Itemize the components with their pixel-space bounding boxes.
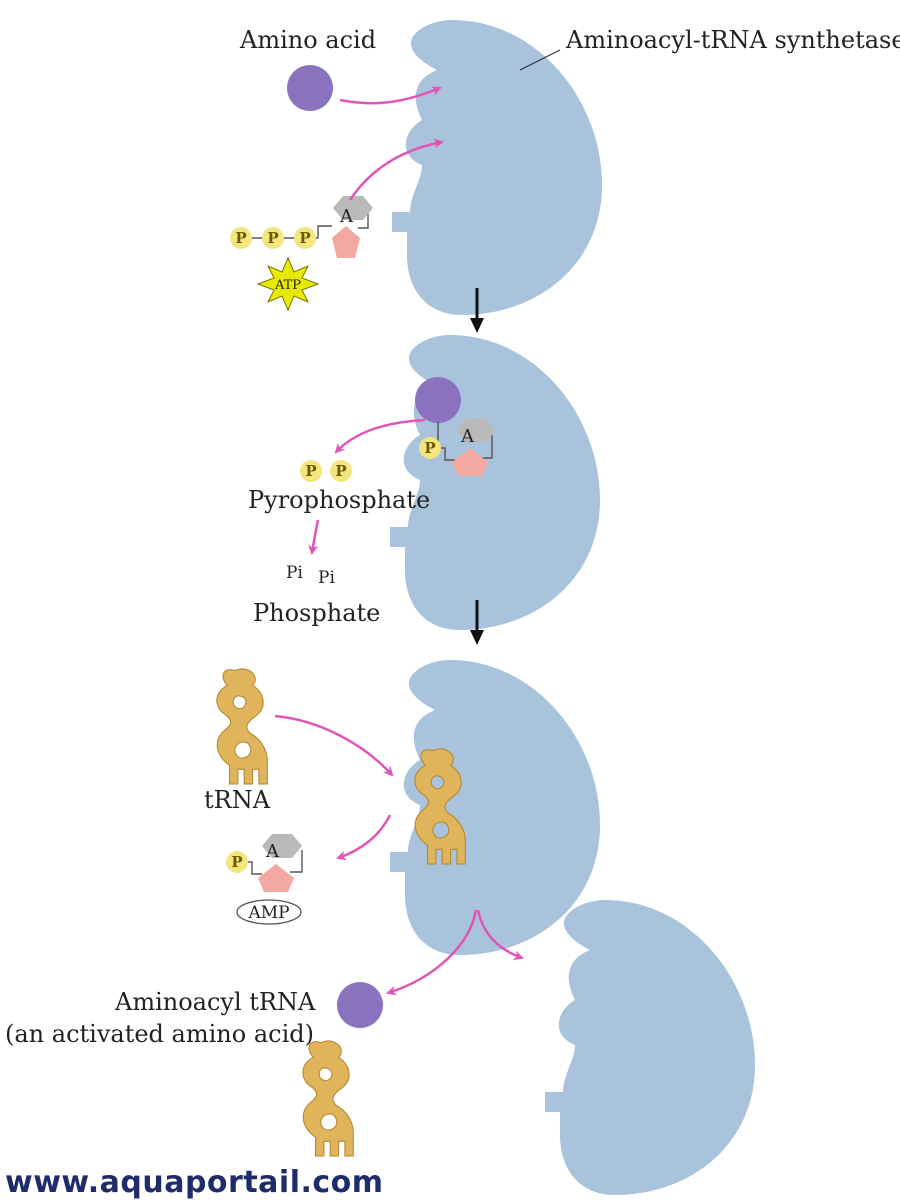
free-enzyme bbox=[545, 900, 755, 1195]
pyrophosphate-label: Pyrophosphate bbox=[248, 486, 430, 514]
phosphate-symbol: P bbox=[424, 439, 435, 457]
ribose-pentagon bbox=[258, 864, 294, 892]
atp-molecule: P P P A ATP bbox=[230, 196, 373, 312]
phosphate-circle bbox=[230, 227, 252, 249]
atp-star bbox=[256, 256, 320, 312]
step-arrow-2 bbox=[470, 600, 484, 645]
trna-label: tRNA bbox=[204, 786, 271, 814]
trna-binding-arrow bbox=[274, 714, 394, 777]
phosphate-circle bbox=[300, 460, 322, 482]
atp-arrow bbox=[348, 138, 444, 201]
adenine-label: A bbox=[339, 206, 354, 227]
bound-amino-acid bbox=[415, 377, 461, 423]
amino-acid-molecule bbox=[287, 65, 333, 111]
pi-label: Pi bbox=[286, 563, 303, 583]
enzyme-stage-3 bbox=[390, 660, 600, 955]
pyrophosphate-release-arrow bbox=[334, 418, 426, 454]
amp-oval bbox=[236, 899, 302, 925]
amp-label: AMP bbox=[247, 903, 289, 923]
ribose-pentagon bbox=[332, 226, 360, 258]
phosphate-circle bbox=[262, 227, 284, 249]
pyrophosphate-hydrolysis-arrow bbox=[308, 519, 320, 555]
phosphate-symbol: P bbox=[335, 462, 346, 480]
ribose-pentagon bbox=[452, 448, 488, 476]
adenine-hexagon bbox=[333, 196, 373, 220]
product-split-arrow-left bbox=[386, 909, 478, 996]
adenine-label: A bbox=[460, 426, 475, 447]
step-arrow-1 bbox=[470, 288, 484, 333]
phosphate-symbol: P bbox=[267, 229, 278, 247]
pi-label: Pi bbox=[318, 568, 335, 588]
phosphate-circle bbox=[330, 460, 352, 482]
activated-amino-acid-note: (an activated amino acid) bbox=[5, 1020, 314, 1048]
phosphate-circle bbox=[294, 227, 316, 249]
enzyme-stage-1 bbox=[392, 20, 602, 315]
phosphate-symbol: P bbox=[235, 229, 246, 247]
aminoacyl-trna-amino-acid bbox=[337, 982, 383, 1028]
product-split-arrow-right bbox=[476, 909, 524, 960]
adenine-hexagon bbox=[262, 834, 302, 858]
enzyme-label: Aminoacyl-tRNA synthetase bbox=[565, 26, 900, 54]
amino-acid-label: Amino acid bbox=[239, 26, 376, 54]
aminoacyl-trna-label: Aminoacyl tRNA bbox=[114, 988, 316, 1016]
phosphate-label: Phosphate bbox=[253, 599, 380, 627]
pyrophosphate-molecule: P P bbox=[300, 460, 352, 482]
enzyme-stage-2 bbox=[390, 335, 600, 630]
phosphate-circle bbox=[226, 851, 248, 873]
amp-release-arrow bbox=[336, 814, 392, 861]
amp-molecule: P A bbox=[226, 834, 303, 892]
phosphate-circle bbox=[419, 437, 441, 459]
adenine-hexagon bbox=[456, 418, 496, 442]
phosphate-symbol: P bbox=[305, 462, 316, 480]
amino-acid-arrow bbox=[339, 86, 442, 105]
aminoacyl-amp-complex: P A bbox=[419, 418, 496, 476]
aminoacyl-trna-trna bbox=[302, 1040, 354, 1157]
enzyme-pointer-line bbox=[519, 49, 561, 71]
atp-label: ATP bbox=[274, 278, 301, 293]
watermark: www.aquaportail.com bbox=[5, 1165, 384, 1200]
phosphate-symbol: P bbox=[231, 853, 242, 871]
adenine-label: A bbox=[265, 841, 280, 862]
phosphate-symbol: P bbox=[299, 229, 310, 247]
free-trna bbox=[216, 668, 268, 785]
